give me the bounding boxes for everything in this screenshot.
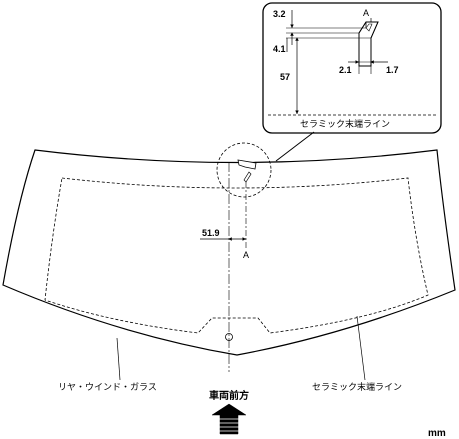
dim-1-7: 1.7 (386, 65, 399, 75)
ceramic-end-line-label: セラミック末端ライン (312, 381, 402, 392)
detail-section-label: A (363, 8, 369, 18)
dim-4-1: 4.1 (273, 44, 286, 54)
callout-leader (275, 131, 315, 162)
vehicle-front-label: 車両前方 (209, 389, 249, 402)
section-a-marker: 51.9 A (200, 182, 249, 260)
rear-window-glass (2, 149, 456, 372)
glass-outline (2, 149, 456, 356)
dim-57: 57 (280, 72, 290, 82)
rear-window-glass-label: リヤ・ウインド・ガラス (58, 382, 157, 392)
detail-box (262, 2, 442, 134)
main-section-label: A (243, 250, 249, 260)
dim-51-9: 51.9 (202, 228, 220, 238)
ceramic-end-line (44, 177, 429, 334)
unit-label: mm (428, 428, 446, 439)
detail-circle (216, 142, 272, 198)
detail-ceramic-label: セラミック末端ライン (300, 118, 390, 129)
dim-3-2: 3.2 (273, 9, 286, 19)
detail-callout: A 3.2 4.1 57 セラミック末端ライン 2.1 1.7 (262, 2, 442, 162)
vehicle-front-indicator: 車両前方 (209, 389, 249, 435)
dim-2-1: 2.1 (339, 65, 352, 75)
bracket-icon (237, 159, 257, 170)
